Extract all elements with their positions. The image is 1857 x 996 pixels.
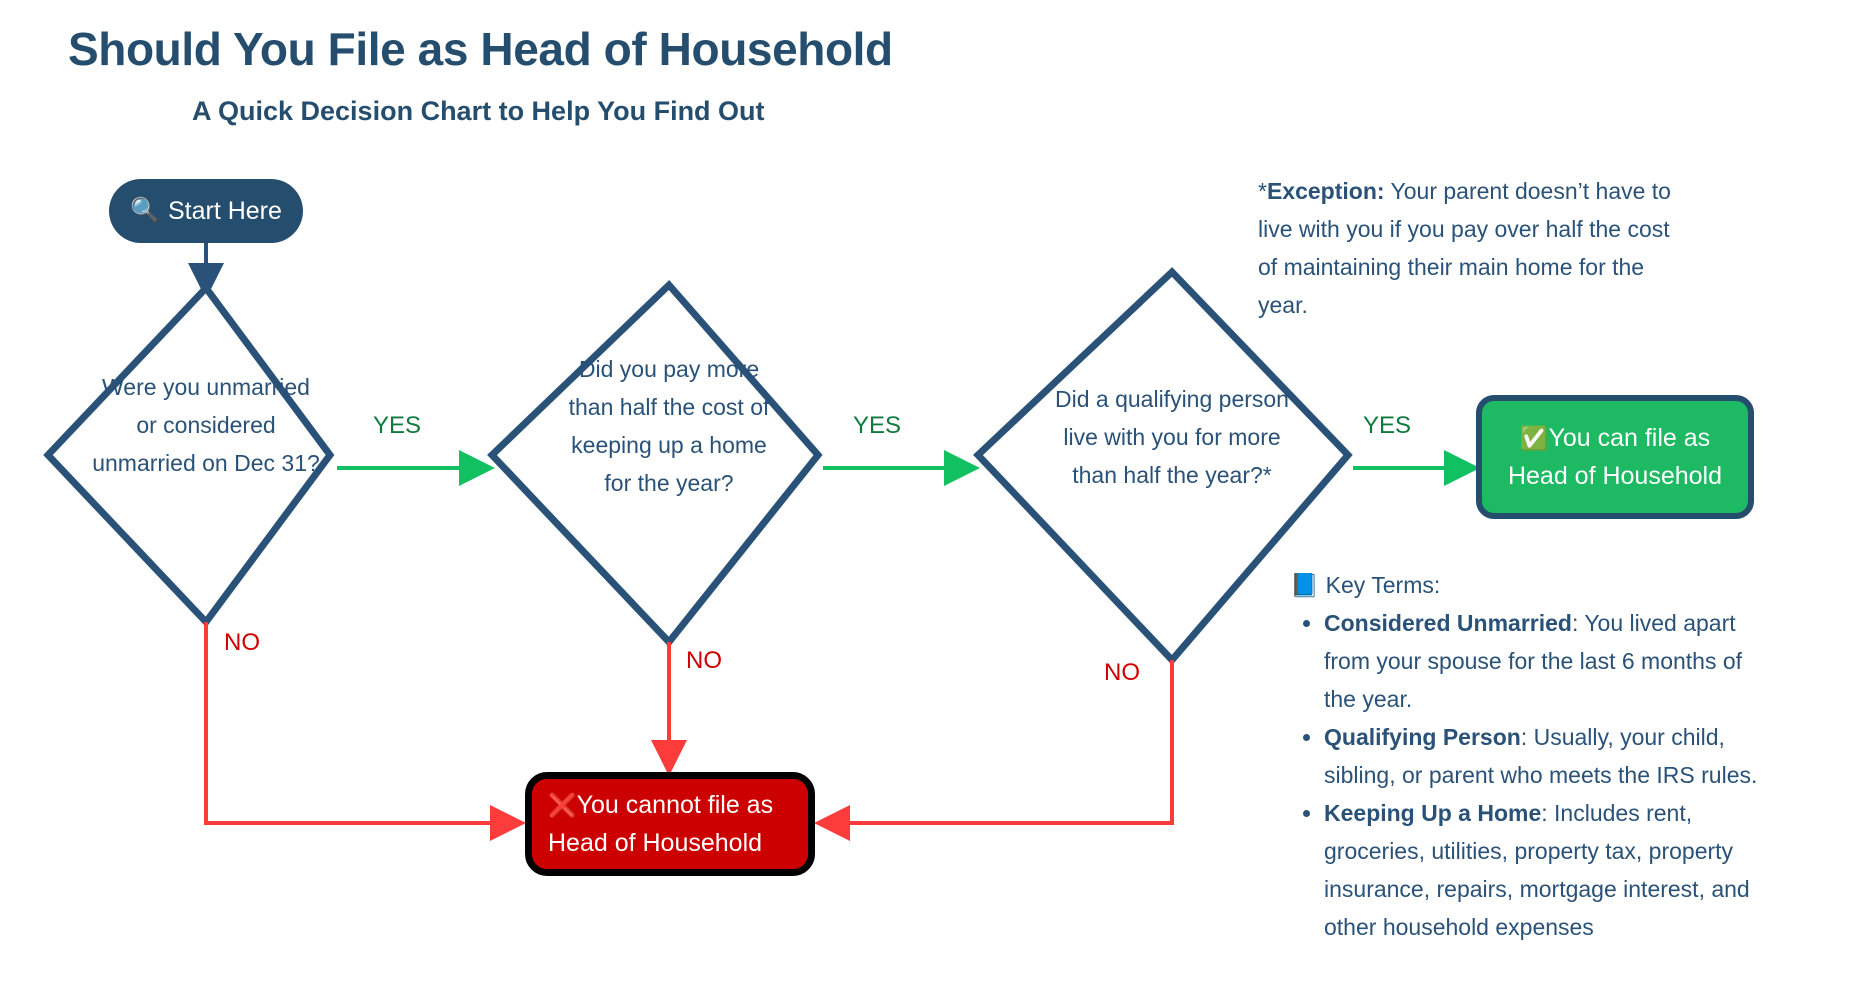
edge-d3-no-to-failure <box>814 660 1174 841</box>
start-node[interactable]: 🔍 Start Here <box>109 179 303 243</box>
edge-label-d3-no: NO <box>1104 659 1140 686</box>
key-term-name: Keeping Up a Home <box>1324 800 1542 826</box>
key-term-name: Qualifying Person <box>1324 724 1521 750</box>
page-subtitle: A Quick Decision Chart to Help You Find … <box>192 96 765 126</box>
result-failure-text: You cannot file as Head of Household <box>548 791 774 857</box>
key-term-name: Considered Unmarried <box>1324 610 1572 636</box>
list-item: Keeping Up a Home: Includes rent, grocer… <box>1324 794 1770 946</box>
result-failure-box[interactable]: ❌You cannot file as Head of Household <box>525 772 815 876</box>
key-terms-list: Considered Unmarried: You lived apart fr… <box>1290 604 1770 946</box>
start-node-label: Start Here <box>167 196 282 225</box>
key-term-definition: : Includes rent, groceries, utilities, p… <box>1324 800 1750 940</box>
blue-book-icon: 📘 <box>1290 572 1319 598</box>
result-success-text: You can file as Head of Household <box>1507 424 1723 490</box>
key-term-definition: : You lived apart from your spouse for t… <box>1324 610 1743 712</box>
edge-label-d2-no: NO <box>686 647 722 674</box>
exception-note: *Exception: Your parent doesn’t have to … <box>1258 172 1678 324</box>
list-item: Qualifying Person: Usually, your child, … <box>1324 718 1770 794</box>
edge-label-d3-yes: YES <box>1363 412 1412 439</box>
key-term-definition: : Usually, your child, sibling, or paren… <box>1324 724 1758 788</box>
page-title: Should You File as Head of Household <box>68 23 893 75</box>
key-terms-heading: Key Terms: <box>1325 572 1441 598</box>
edge-label-d1-no: NO <box>224 629 260 656</box>
list-item: Considered Unmarried: You lived apart fr… <box>1324 604 1770 718</box>
edge-d1-no-to-failure <box>204 622 526 841</box>
result-success-box[interactable]: ✅You can file as Head of Household <box>1476 395 1754 519</box>
decision-diamond-2[interactable] <box>487 279 823 648</box>
exception-marker: * <box>1258 178 1267 204</box>
key-terms-heading-row: 📘 Key Terms: <box>1290 566 1770 604</box>
key-terms-section: 📘 Key Terms: Considered Unmarried: You l… <box>1290 566 1770 946</box>
edge-label-d1-yes: YES <box>373 412 422 439</box>
magnifying-glass-icon: 🔍 <box>130 197 160 224</box>
edge-label-d2-yes: YES <box>853 412 902 439</box>
exception-label: Exception: <box>1266 178 1385 204</box>
decision-diamond-1[interactable] <box>43 282 335 628</box>
cross-mark-icon: ❌ <box>548 792 577 818</box>
check-mark-icon: ✅ <box>1519 425 1549 451</box>
exception-body: Your parent doesn’t have to live with yo… <box>1258 178 1671 318</box>
